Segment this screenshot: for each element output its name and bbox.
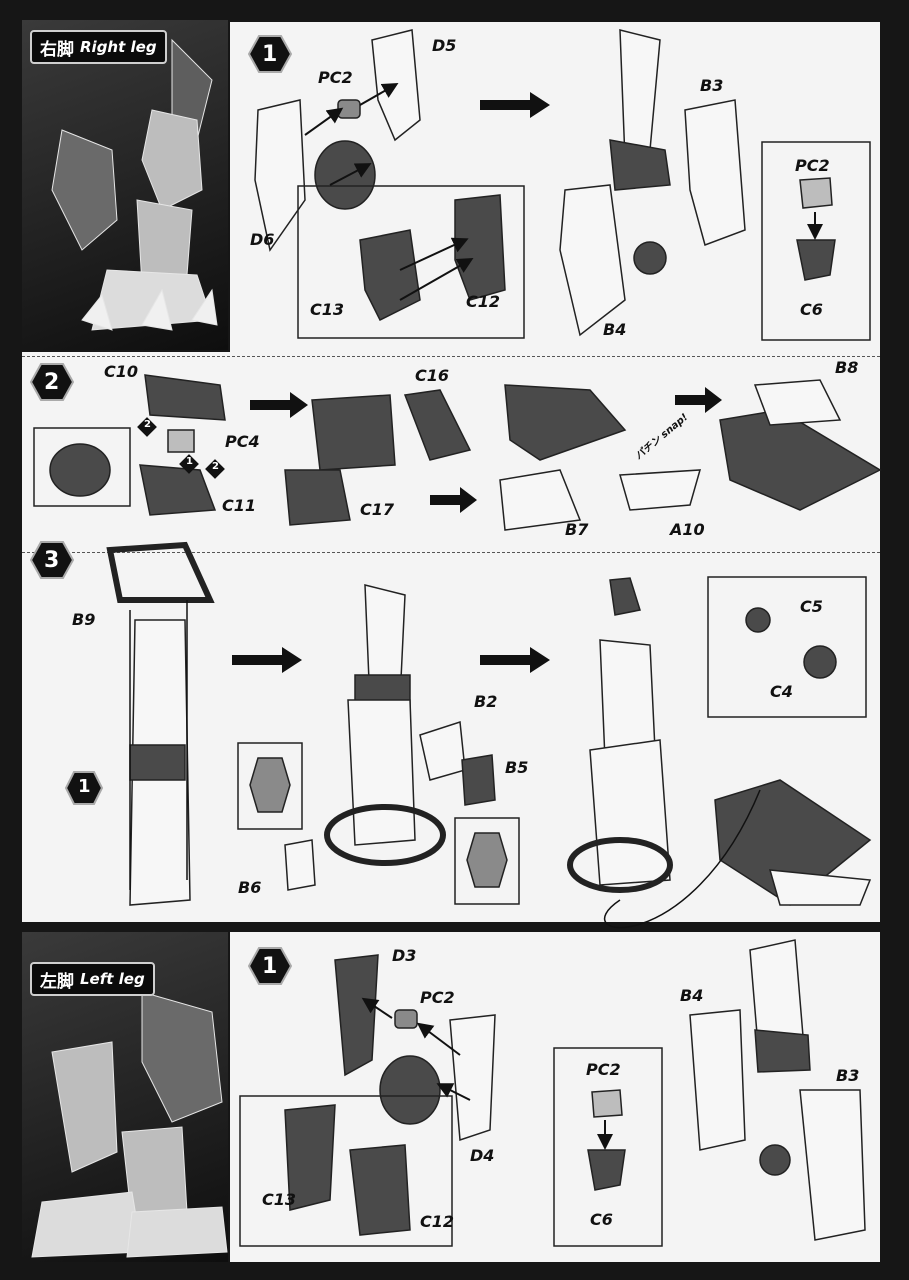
left-leg-title-badge: 左脚 Left leg <box>30 962 155 996</box>
step3-parts <box>106 541 872 906</box>
part-label: A10 <box>670 520 705 539</box>
right-leg-photo: 右脚 Right leg <box>22 20 228 350</box>
step-badge-icon <box>248 35 292 73</box>
part-label: B4 <box>680 986 704 1005</box>
left-step1-parts <box>284 939 866 1241</box>
part-label: B3 <box>836 1066 860 1085</box>
right-leg-title-badge: 右脚 Right leg <box>30 30 167 64</box>
part-label: C12 <box>466 292 501 311</box>
step1-callout-box <box>297 185 525 339</box>
step-divider-2 <box>22 552 880 553</box>
part-label: D3 <box>392 946 417 965</box>
right-leg-title-en: Right leg <box>80 38 157 56</box>
part-label: B4 <box>603 320 627 339</box>
left-step1-number: 1 <box>262 954 278 979</box>
part-label: PC2 <box>420 988 455 1007</box>
step1-parts <box>254 29 836 337</box>
left-leg-title-jp: 左脚 <box>40 971 74 992</box>
step-badge-icon <box>248 947 292 985</box>
part-label: C13 <box>262 1190 297 1209</box>
part-label: PC2 <box>795 156 830 175</box>
left-step1-callout-box <box>239 1095 453 1247</box>
part-label: C13 <box>310 300 345 319</box>
part-label: C11 <box>222 496 257 515</box>
step-badge-icon <box>30 363 74 401</box>
left-step1-callout-box-2 <box>553 1047 663 1247</box>
step3-guides <box>129 600 761 929</box>
part-label: C12 <box>420 1212 455 1231</box>
ref-step-number: 1 <box>78 776 91 797</box>
step-divider-1 <box>22 356 880 357</box>
part-label: PC2 <box>586 1060 621 1079</box>
part-label: PC4 <box>225 432 260 451</box>
step2-order-badges <box>137 417 225 479</box>
part-label: C6 <box>590 1210 613 1229</box>
right-leg-title-jp: 右脚 <box>40 39 74 60</box>
part-label: D6 <box>250 230 275 249</box>
left-step1-arrows <box>361 997 613 1150</box>
step2-number: 2 <box>44 370 60 395</box>
left-leg-photo-art <box>31 991 228 1258</box>
part-label: C4 <box>770 682 793 701</box>
part-label: D4 <box>470 1146 495 1165</box>
left-leg-title-en: Left leg <box>80 970 145 988</box>
part-label: C10 <box>104 362 139 381</box>
part-label: B7 <box>565 520 589 539</box>
part-label: B6 <box>238 878 262 897</box>
step2-parts <box>33 374 882 531</box>
step3-number: 3 <box>44 548 60 573</box>
part-label: B8 <box>835 358 859 377</box>
part-label: C6 <box>800 300 823 319</box>
part-label: C16 <box>415 366 450 385</box>
step-badge-icon <box>30 541 74 579</box>
part-label: B9 <box>72 610 96 629</box>
order-mark: 2 <box>144 419 151 430</box>
part-label: C17 <box>360 500 395 519</box>
left-leg-photo: 左脚 Left leg <box>22 932 228 1262</box>
part-label: B5 <box>505 758 529 777</box>
step1-callout-box-2 <box>761 141 871 341</box>
right-leg-photo-art <box>51 38 218 331</box>
step-ref-badge-icon <box>64 771 104 805</box>
step1-arrows <box>304 83 823 301</box>
part-label: D5 <box>432 36 457 55</box>
part-label: PC2 <box>318 68 353 87</box>
step1-number: 1 <box>262 42 278 67</box>
part-label: B3 <box>700 76 724 95</box>
part-label: C5 <box>800 597 823 616</box>
order-mark: 1 <box>186 456 193 467</box>
order-mark: 2 <box>212 461 219 472</box>
part-label: B2 <box>474 692 498 711</box>
